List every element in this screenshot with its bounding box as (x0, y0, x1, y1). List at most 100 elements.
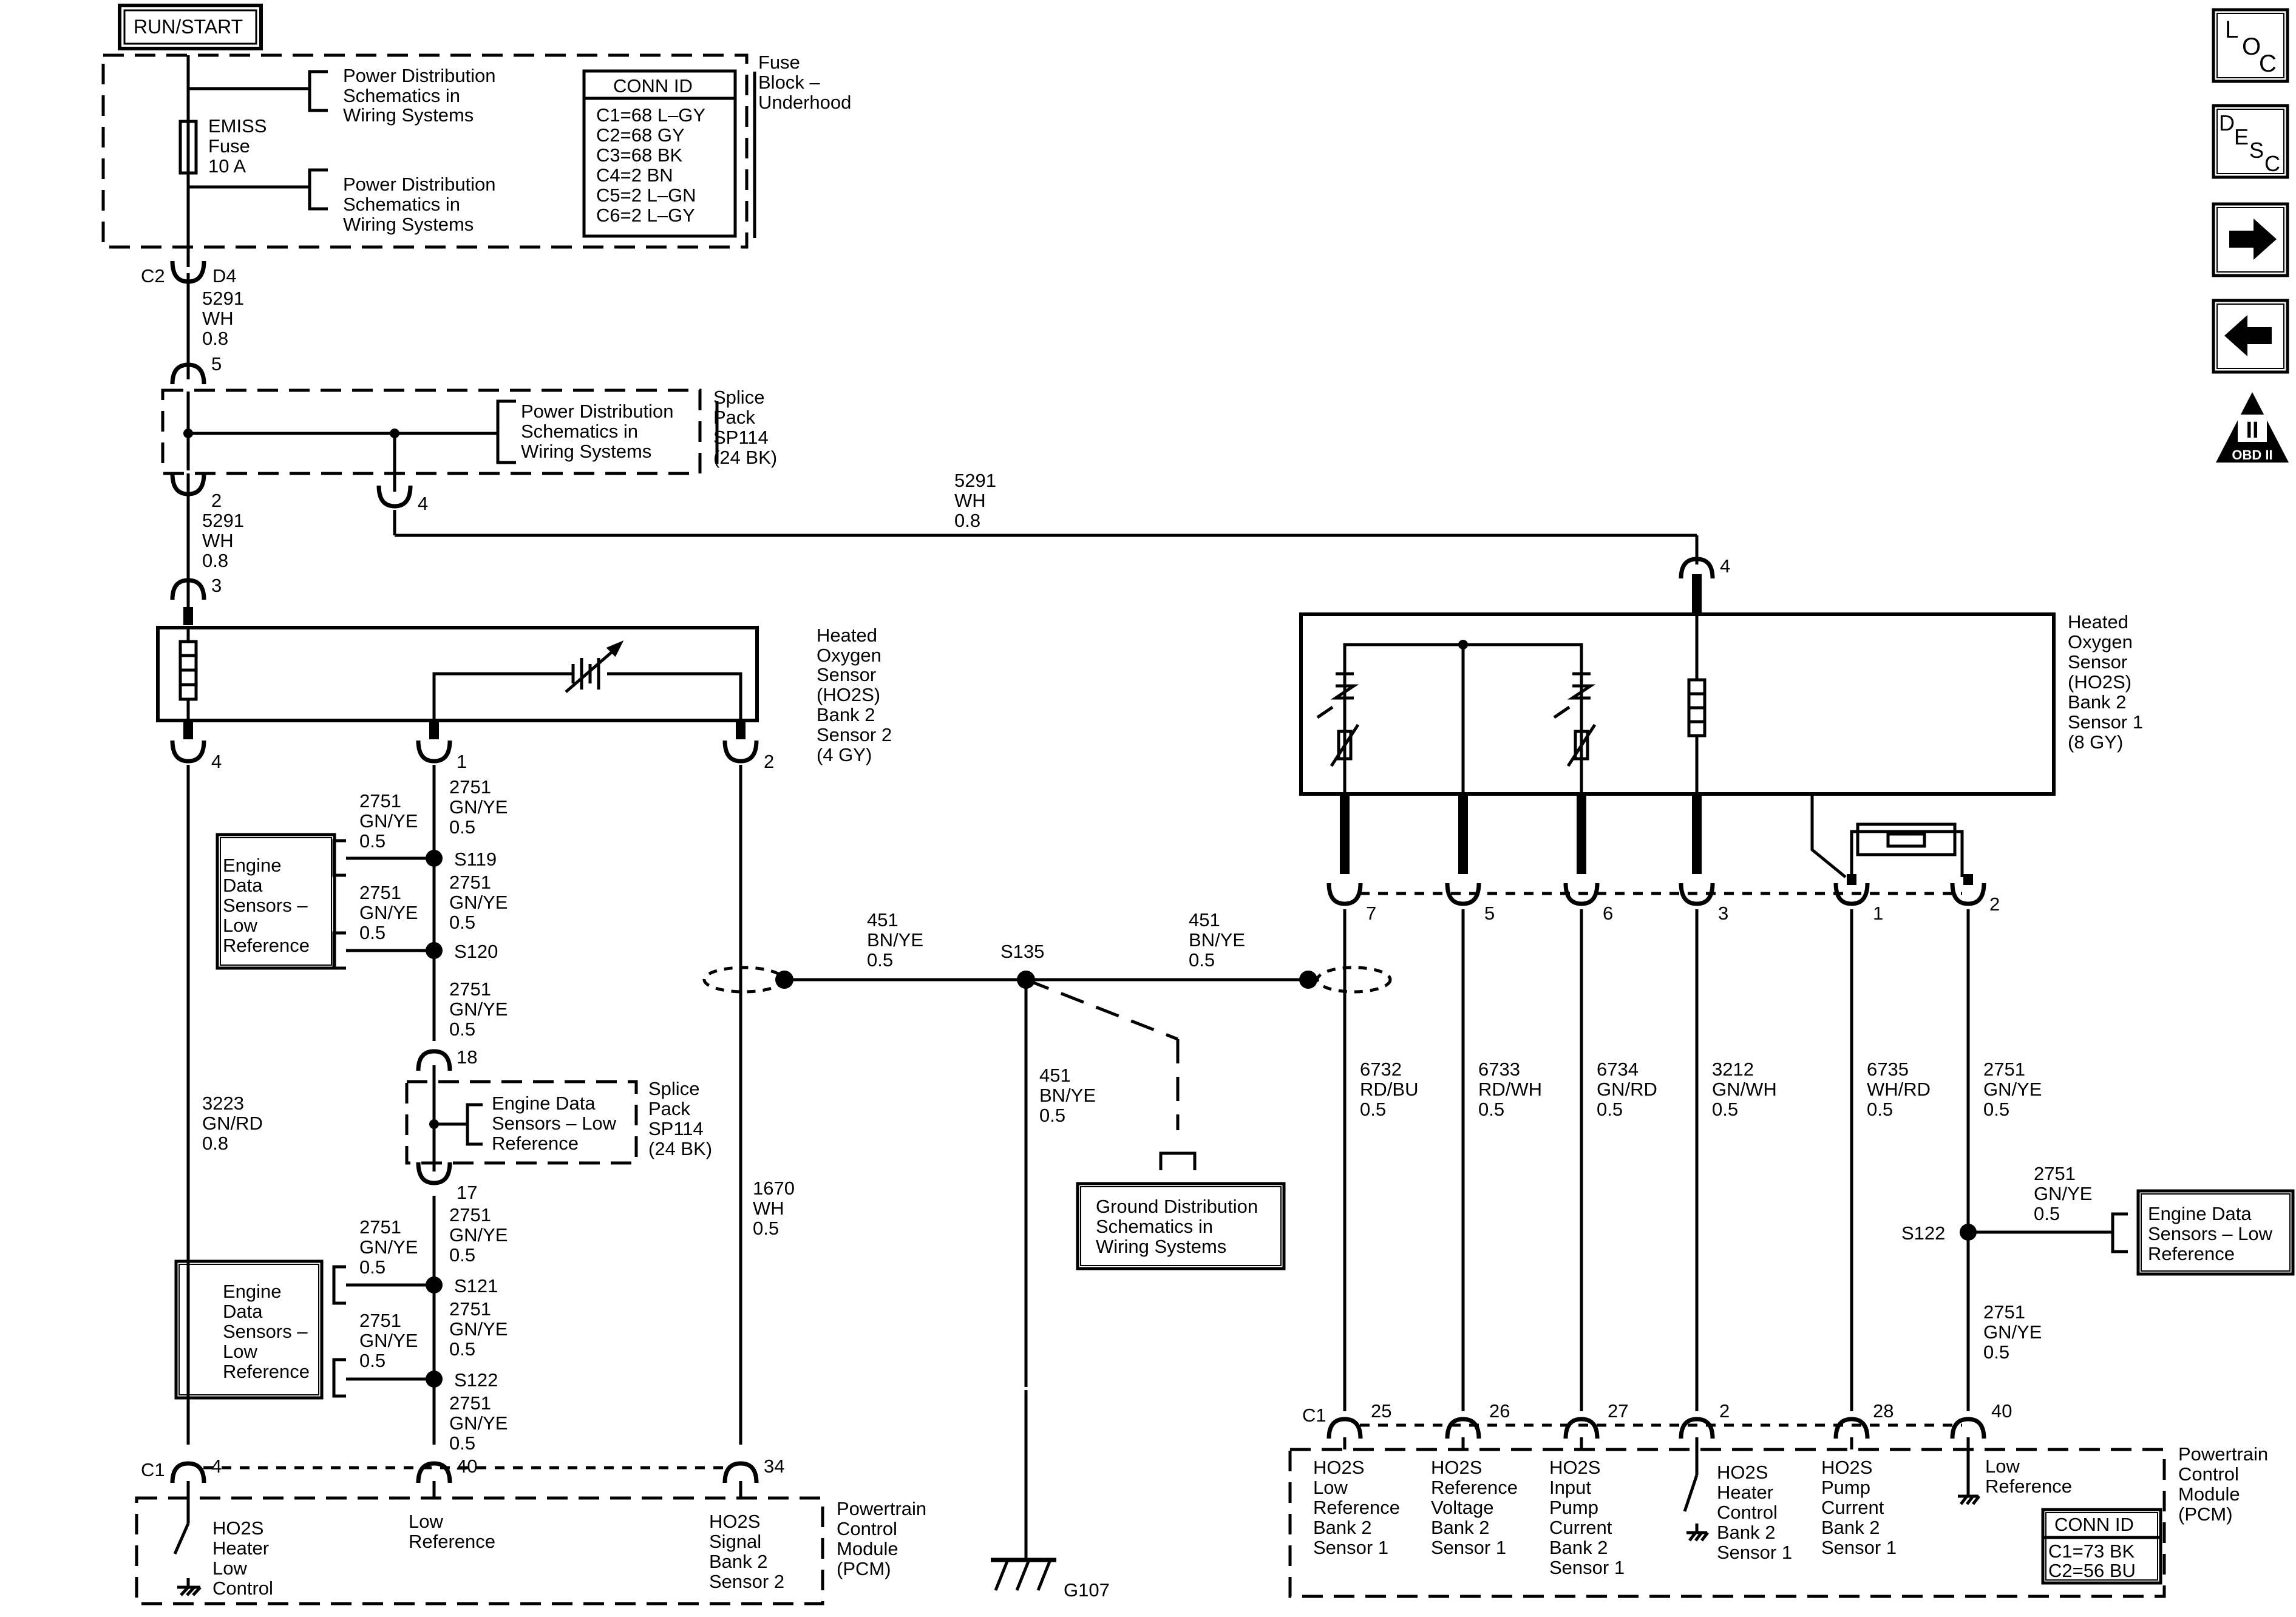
svg-text:34: 34 (764, 1456, 784, 1477)
eds-box-right: Engine Data Sensors – Low Reference (2148, 1203, 2273, 1264)
svg-text:Control: Control (2178, 1463, 2239, 1485)
wire-1670: 1670 WH 0.5 (753, 1178, 795, 1239)
svg-text:2751: 2751 (359, 1310, 401, 1331)
svg-text:Sensors – Low: Sensors – Low (2148, 1223, 2273, 1244)
svg-text:Current: Current (1821, 1497, 1884, 1518)
svg-text:Bank 2: Bank 2 (1717, 1522, 1776, 1543)
fuse-block-name: Fuse Block – Underhood (758, 52, 851, 113)
pin-17: 17 (457, 1182, 477, 1203)
obd-ii-button[interactable]: II OBD II (2216, 392, 2289, 463)
wire-5291-c: 5291 WH 0.8 (954, 470, 996, 531)
svg-text:0.8: 0.8 (202, 550, 228, 571)
pcm-left-signal: HO2S Signal Bank 2 Sensor 2 (709, 1511, 784, 1592)
ground-g107: G107 (1064, 1579, 1110, 1601)
svg-text:GN/YE: GN/YE (1983, 1079, 2042, 1100)
svg-text:Schematics in: Schematics in (343, 85, 460, 106)
svg-text:SP114: SP114 (648, 1118, 704, 1139)
svg-text:C2=68 GY: C2=68 GY (596, 124, 685, 146)
svg-text:RD/BU: RD/BU (1360, 1079, 1418, 1100)
svg-text:28: 28 (1873, 1400, 1894, 1422)
svg-text:HO2S: HO2S (1821, 1457, 1872, 1478)
svg-text:C1=68 L–GY: C1=68 L–GY (596, 104, 705, 126)
svg-text:2751: 2751 (449, 1204, 491, 1225)
pcm-right-name: Powertrain Control Module (PCM) (2178, 1443, 2268, 1525)
svg-text:Sensor: Sensor (817, 664, 876, 685)
svg-text:O: O (2242, 33, 2261, 60)
svg-text:Oxygen: Oxygen (817, 645, 881, 666)
c1-right-labels: C1 25 26 27 2 28 40 (1302, 1400, 2012, 1426)
svg-text:0.5: 0.5 (449, 1338, 475, 1360)
svg-text:Low: Low (1313, 1477, 1348, 1498)
splice-dot-s122-right (1960, 1224, 1977, 1241)
splice-dot-s135 (1017, 971, 1035, 989)
splice-dot-sp114-2 (429, 1119, 439, 1129)
svg-text:2: 2 (764, 751, 774, 772)
pcm-right-col6: Low Reference (1985, 1456, 2072, 1497)
splice-s120: S120 (454, 941, 498, 962)
svg-text:HO2S: HO2S (1313, 1457, 1364, 1478)
sensor2-pins: 4 1 2 (211, 751, 774, 772)
svg-text:0.5: 0.5 (867, 949, 893, 971)
wire-6735: 6735 WH/RD 0.5 (1867, 1059, 1931, 1120)
splice-dot-sp114-b (390, 429, 399, 438)
svg-text:Engine: Engine (223, 1281, 282, 1302)
svg-text:Sensor 1: Sensor 1 (1313, 1537, 1388, 1558)
svg-text:D: D (2219, 110, 2235, 135)
svg-text:Bank 2: Bank 2 (1821, 1517, 1880, 1538)
svg-text:(4 GY): (4 GY) (817, 744, 872, 765)
svg-text:Bank 2: Bank 2 (1549, 1537, 1608, 1558)
next-page-button[interactable] (2212, 202, 2289, 277)
splice-dot-sensor1 (1458, 640, 1468, 649)
svg-text:HO2S: HO2S (1431, 1457, 1482, 1478)
svg-text:L: L (2225, 16, 2238, 43)
svg-text:C: C (2264, 151, 2280, 176)
splice-dot-s120 (426, 942, 443, 959)
ground-dist-box: Ground Distribution Schematics in Wiring… (1096, 1196, 1258, 1257)
svg-text:C1: C1 (141, 1459, 165, 1480)
previous-page-button[interactable] (2212, 299, 2289, 374)
svg-text:1: 1 (457, 751, 467, 772)
svg-text:0.5: 0.5 (1478, 1099, 1504, 1120)
svg-text:Sensor: Sensor (2068, 651, 2127, 673)
svg-text:Reference: Reference (223, 935, 310, 956)
wire-2751-r2: 2751 GN/YE 0.5 (1983, 1301, 2042, 1363)
svg-text:BN/YE: BN/YE (1039, 1085, 1096, 1106)
svg-text:Sensor 1: Sensor 1 (2068, 711, 2143, 733)
svg-text:Data: Data (223, 1301, 263, 1322)
arrow-left-icon (2224, 315, 2272, 356)
svg-text:BN/YE: BN/YE (867, 929, 923, 951)
loc-button[interactable]: L O C (2212, 8, 2289, 83)
pcm-left-heater: HO2S Heater Low Control (212, 1517, 273, 1599)
wire-2751-a: 2751 GN/YE 0.5 (449, 776, 508, 838)
splice-s135: S135 (1000, 941, 1044, 962)
svg-text:Heater: Heater (1717, 1482, 1773, 1503)
svg-text:GN/YE: GN/YE (449, 1318, 508, 1340)
c1-left-labels: C1 4 40 34 (141, 1456, 784, 1480)
svg-text:Sensors –: Sensors – (223, 1321, 308, 1342)
svg-text:Bank 2: Bank 2 (1431, 1517, 1490, 1538)
svg-text:26: 26 (1489, 1400, 1510, 1422)
svg-text:Block –: Block – (758, 72, 820, 93)
svg-text:EMISS: EMISS (208, 115, 267, 137)
svg-text:Heater: Heater (212, 1537, 269, 1559)
svg-text:Wiring Systems: Wiring Systems (521, 441, 651, 462)
splice-s119: S119 (454, 849, 497, 870)
svg-text:Ground Distribution: Ground Distribution (1096, 1196, 1258, 1217)
wire-2751-b: 2751 GN/YE 0.5 (449, 872, 508, 933)
svg-text:Splice: Splice (713, 387, 764, 408)
svg-text:GN/YE: GN/YE (449, 796, 508, 818)
svg-text:4: 4 (211, 751, 222, 772)
svg-text:0.5: 0.5 (753, 1218, 779, 1239)
emiss-fuse-label: EMISS Fuse 10 A (208, 115, 267, 177)
svg-text:Sensor 1: Sensor 1 (1431, 1537, 1506, 1558)
svg-text:0.5: 0.5 (359, 1350, 385, 1371)
svg-text:Splice: Splice (648, 1078, 699, 1099)
pcm-right-col1: HO2S Low Reference Bank 2 Sensor 1 (1313, 1457, 1400, 1558)
svg-text:Power Distribution: Power Distribution (343, 65, 496, 86)
desc-button[interactable]: D E S C (2212, 104, 2289, 179)
svg-text:C6=2 L–GY: C6=2 L–GY (596, 205, 695, 226)
svg-text:C2=56 BU: C2=56 BU (2048, 1560, 2136, 1581)
svg-text:Power Distribution: Power Distribution (521, 401, 674, 422)
svg-text:3: 3 (211, 575, 222, 596)
svg-text:2751: 2751 (1983, 1059, 2025, 1080)
